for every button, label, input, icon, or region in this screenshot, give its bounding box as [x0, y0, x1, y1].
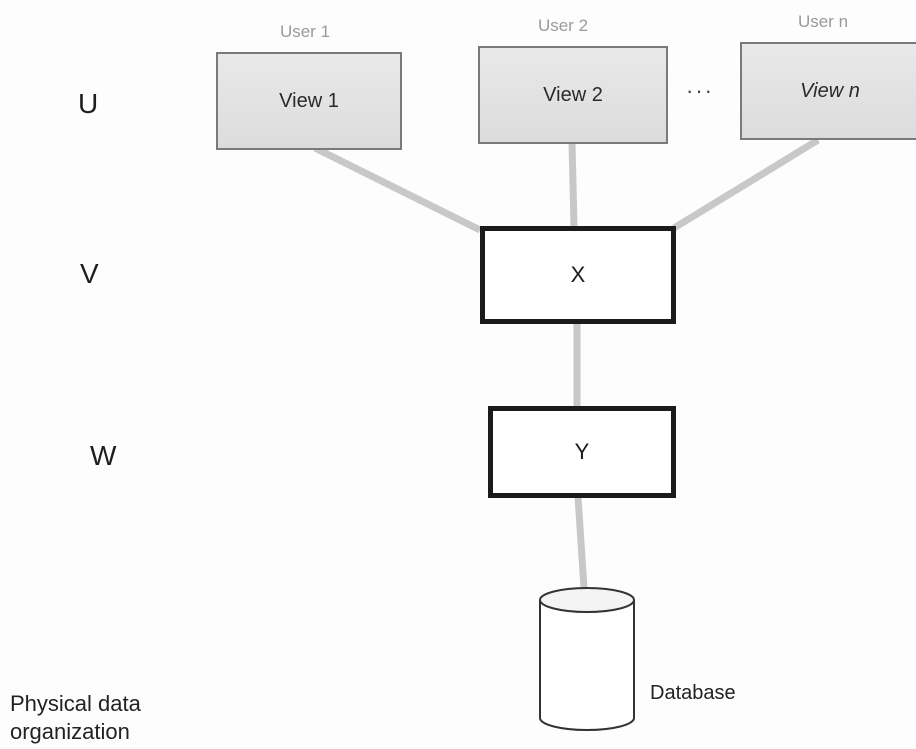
- connector-view1-x: [313, 144, 482, 234]
- view-box-1: View 1: [216, 52, 402, 150]
- connector-y-database: [574, 496, 588, 589]
- physical-label-line2: organization: [10, 719, 130, 744]
- view-label-2: View 2: [543, 83, 603, 106]
- connector-view2-x: [568, 141, 578, 227]
- physical-data-label: Physical data organization: [10, 690, 141, 746]
- level-label-w: W: [90, 440, 117, 471]
- user-label-n: User n: [797, 12, 849, 31]
- physical-label-line1: Physical data: [10, 691, 141, 716]
- view-label-1: View 1: [279, 89, 339, 112]
- level-label-v: V: [80, 258, 99, 289]
- database-label: Database: [650, 682, 736, 704]
- schema-label-y: Y: [574, 439, 590, 464]
- schema-box-y: Y: [488, 406, 676, 498]
- level-label-u: U: [78, 88, 99, 119]
- view-box-2: View 2: [478, 46, 668, 144]
- schema-label-x: X: [570, 262, 586, 287]
- view-label-n: View n: [800, 79, 860, 102]
- user-label-1: User 1: [279, 22, 331, 41]
- connector-viewn-x: [672, 137, 820, 231]
- user-label-2: User 2: [537, 16, 589, 35]
- view-box-n: View n: [740, 42, 916, 140]
- database-cylinder-icon: [539, 587, 635, 731]
- ellipsis: ···: [686, 78, 714, 103]
- schema-box-x: X: [480, 226, 676, 324]
